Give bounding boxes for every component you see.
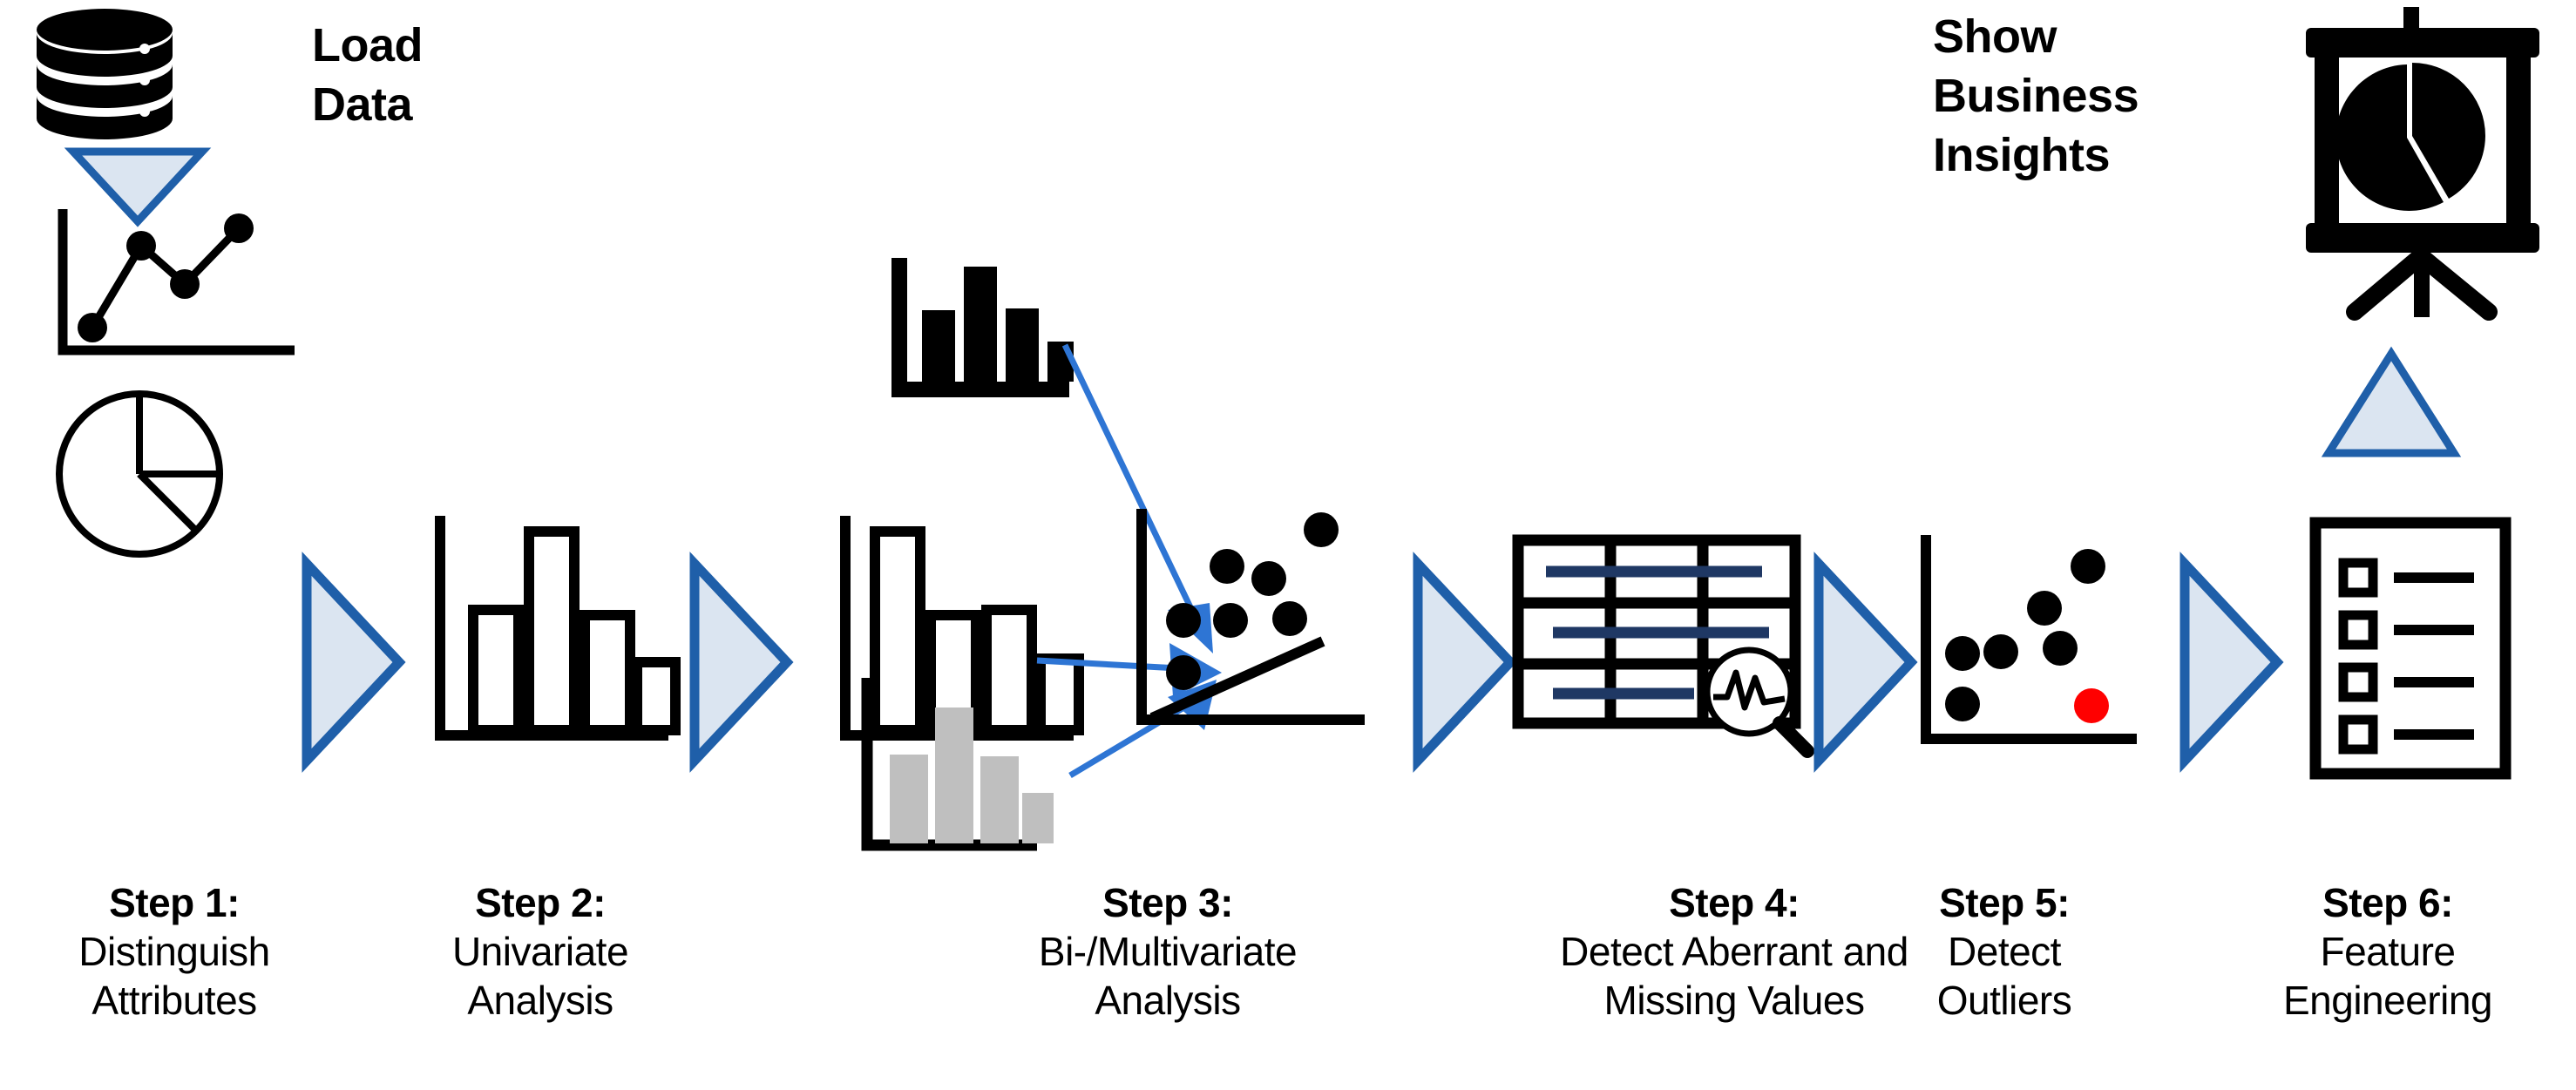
step-4-line1: Detect Aberrant and [1560,929,1908,974]
checklist-document-icon [2305,514,2536,784]
step-6-line1: Feature [2320,929,2456,974]
step-3-caption: Step 3: Bi-/Multivariate Analysis [915,878,1420,1025]
pie-chart-icon [54,378,246,570]
load-data-label: Load Data [312,16,424,134]
step-5-head: Step 5: [1939,880,2070,925]
insights-line3: Insights [1933,129,2111,181]
step-3-line2: Analysis [1095,978,1241,1023]
load-data-line2: Data [312,78,413,131]
scatter-plot-outlier-icon [1917,531,2152,767]
insights-line2: Business [1933,70,2139,122]
step-4-line2: Missing Values [1603,978,1865,1023]
line-chart-icon [54,206,298,362]
down-triangle-arrow [64,146,212,227]
step-6-caption: Step 6: Feature Engineering [2170,878,2576,1025]
step-2-caption: Step 2: Univariate Analysis [314,878,767,1025]
step-6-head: Step 6: [2322,880,2453,925]
arrow-4-5 [1813,552,1918,773]
data-table-magnifier-icon [1508,523,1839,784]
step-1-line1: Distinguish [78,929,270,974]
bar-chart-gray-icon [858,671,1059,867]
step-6-line2: Engineering [2282,978,2493,1023]
step-2-line1: Univariate [451,929,629,974]
arrow-5-6 [2179,552,2284,773]
step-5-line1: Detect [1948,929,2061,974]
step-2-head: Step 2: [475,880,606,925]
step-1-line2: Attributes [92,978,257,1023]
scatter-plot-trend-icon [1133,505,1386,758]
show-business-insights-label: Show Business Insights [1933,7,2139,185]
presentation-board-pie-icon [2274,5,2571,321]
load-data-line1: Load [312,19,424,71]
up-triangle-arrow [2321,346,2462,460]
step-1-head: Step 1: [109,880,240,925]
step-4-caption: Step 4: Detect Aberrant and Missing Valu… [1412,878,2057,1025]
load-data-group [26,7,314,146]
step-3-head: Step 3: [1102,880,1233,925]
outlier-dot [2074,688,2109,723]
step-1-caption: Step 1: Distinguish Attributes [0,878,401,1025]
arrow-2-3 [688,552,794,773]
arrow-3-4 [1412,552,1517,773]
step-3-line1: Bi-/Multivariate [1038,929,1298,974]
database-icon [37,9,173,139]
step-4-head: Step 4: [1669,880,1800,925]
insights-line1: Show [1933,10,2057,63]
arrow-1-2 [301,552,406,773]
step-2-line2: Analysis [467,978,613,1023]
bar-chart-outline-icon [431,512,681,756]
step-5-caption: Step 5: Detect Outliers [1821,878,2187,1025]
step-5-line2: Outliers [1936,978,2072,1023]
